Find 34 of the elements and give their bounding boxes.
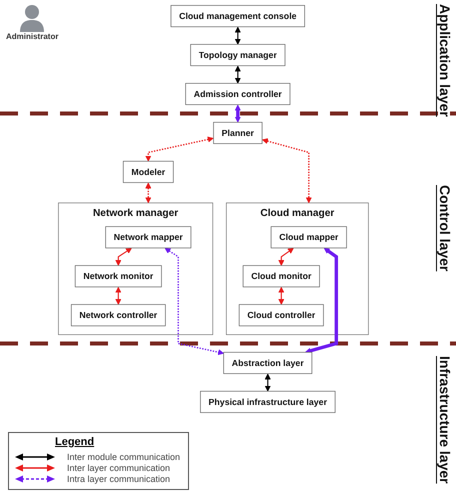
node-box: Network monitor [74, 265, 162, 288]
legend-title: Legend [55, 436, 94, 448]
node-box: Cloud mapper [270, 226, 346, 248]
legend-text: Intra layer communication [67, 474, 170, 484]
arrow [234, 66, 240, 84]
legend-text: Inter layer communication [67, 463, 170, 473]
node-box: Cloud monitor [242, 265, 320, 288]
node-box: Network mapper [104, 226, 191, 248]
arrow [234, 26, 240, 45]
arrow [278, 248, 294, 266]
arrow [144, 136, 214, 162]
arrow [164, 248, 224, 356]
arrow [304, 248, 338, 354]
legend-text: Inter module communication [67, 452, 180, 462]
node-box: Cloud management console [170, 5, 305, 28]
node-box: Abstraction layer [222, 352, 312, 374]
node-box: Physical infrastructure layer [200, 390, 336, 413]
arrow [264, 374, 270, 392]
node-box: Cloud controller [238, 304, 324, 326]
arrow [144, 182, 151, 204]
layer-label: Infrastructure layer [437, 356, 453, 484]
arrow [114, 248, 132, 266]
node-box: Modeler [122, 160, 174, 183]
layer-label: Control layer [437, 185, 453, 272]
role-label: Administrator [6, 32, 58, 41]
node-box: Network controller [70, 304, 166, 326]
node-box: Planner [212, 122, 262, 144]
arrow [114, 286, 121, 305]
arrow [262, 138, 312, 204]
arrow [278, 286, 284, 305]
node-box: Topology manager [190, 44, 285, 66]
arrow [234, 104, 240, 123]
node-box: Admission controller [184, 83, 290, 105]
layer-label: Application layer [437, 4, 453, 117]
